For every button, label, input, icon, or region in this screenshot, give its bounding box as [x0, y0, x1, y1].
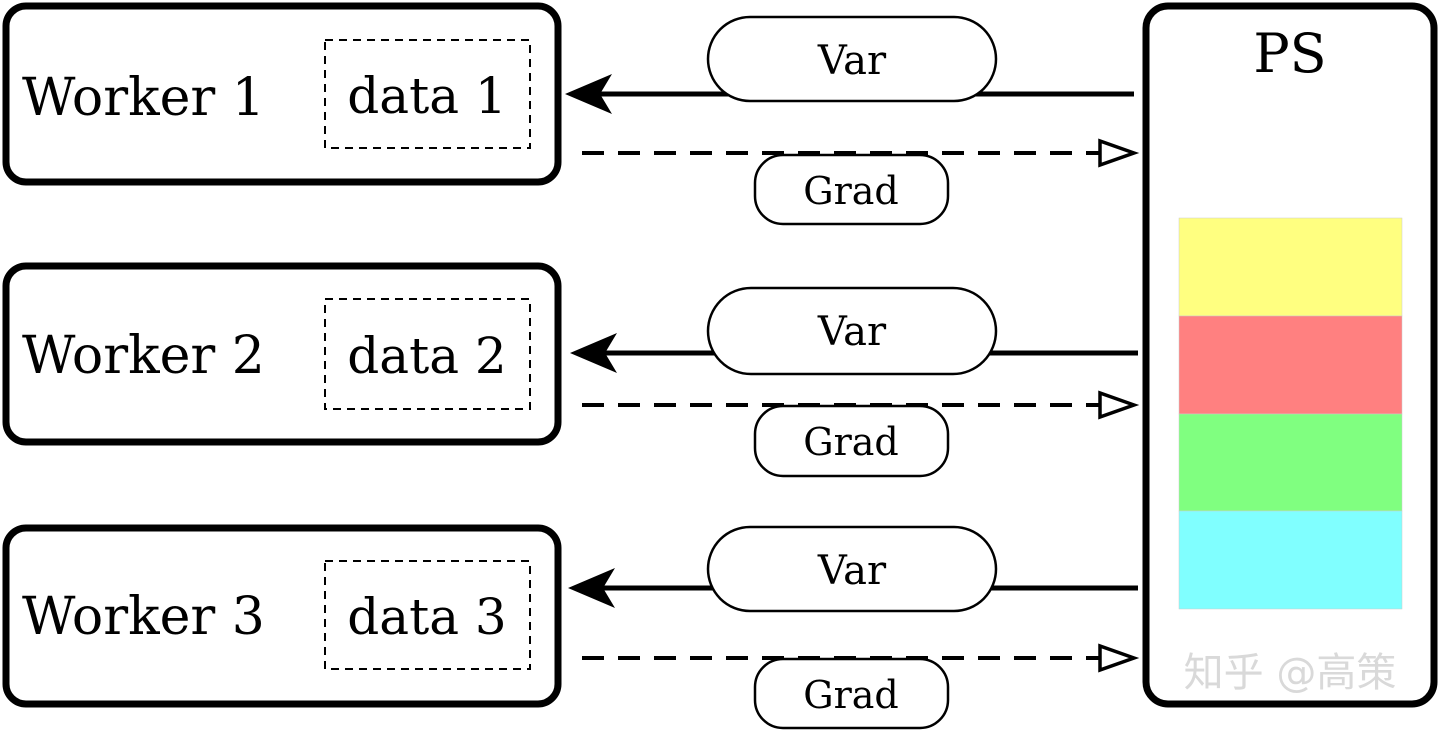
worker-3-label: Worker 3	[22, 587, 265, 647]
var-arrow-3-head	[568, 568, 615, 608]
grad-pill-3	[753, 657, 950, 730]
worker-2-data-label: data 2	[347, 327, 506, 385]
ps-title: PS	[1253, 22, 1326, 85]
worker-2-data-box	[324, 298, 531, 410]
worker-1: Worker 1 data 1	[2, 2, 562, 186]
worker-3-data-label: data 3	[347, 588, 506, 646]
var-pill-1	[706, 15, 998, 103]
grad-pill-2	[753, 404, 950, 478]
worker-1-data-box	[324, 39, 531, 149]
grad-label-1: Grad	[803, 169, 899, 213]
row-3-arrows: Var Grad	[568, 525, 1140, 730]
watermark: 知乎 @高策	[1184, 650, 1397, 696]
row-1-arrows: Var Grad	[565, 15, 1140, 226]
grad-arrow-1-head	[1098, 138, 1140, 168]
ps-segment-3	[1178, 413, 1403, 512]
worker-2-label: Worker 2	[22, 326, 265, 386]
grad-arrow-2-head	[1098, 390, 1140, 420]
worker-1-label: Worker 1	[22, 68, 265, 128]
ps-segment-4	[1178, 510, 1403, 610]
grad-pill-1	[753, 153, 950, 226]
ps-segment-2	[1178, 315, 1403, 415]
row-2-arrows: Var Grad	[570, 286, 1140, 478]
worker-3: Worker 3 data 3	[2, 524, 562, 708]
grad-arrow-3-head	[1098, 643, 1140, 673]
parameter-server: PS 知乎 @高策	[1142, 2, 1438, 708]
worker-1-data-label: data 1	[347, 67, 506, 125]
ps-segment-1	[1178, 217, 1403, 317]
var-pill-2	[706, 286, 998, 376]
worker-3-box	[2, 524, 562, 708]
worker-2: Worker 2 data 2	[2, 262, 562, 446]
var-label-1: Var	[817, 38, 887, 84]
worker-2-box	[2, 262, 562, 446]
var-label-2: Var	[817, 309, 887, 355]
grad-label-2: Grad	[803, 420, 899, 464]
worker-1-box	[2, 2, 562, 186]
worker-3-data-box	[324, 560, 531, 670]
var-label-3: Var	[817, 548, 887, 594]
var-arrow-2-head	[570, 333, 617, 373]
grad-label-3: Grad	[803, 673, 899, 717]
var-arrow-1-head	[565, 74, 612, 114]
var-pill-3	[706, 525, 998, 613]
